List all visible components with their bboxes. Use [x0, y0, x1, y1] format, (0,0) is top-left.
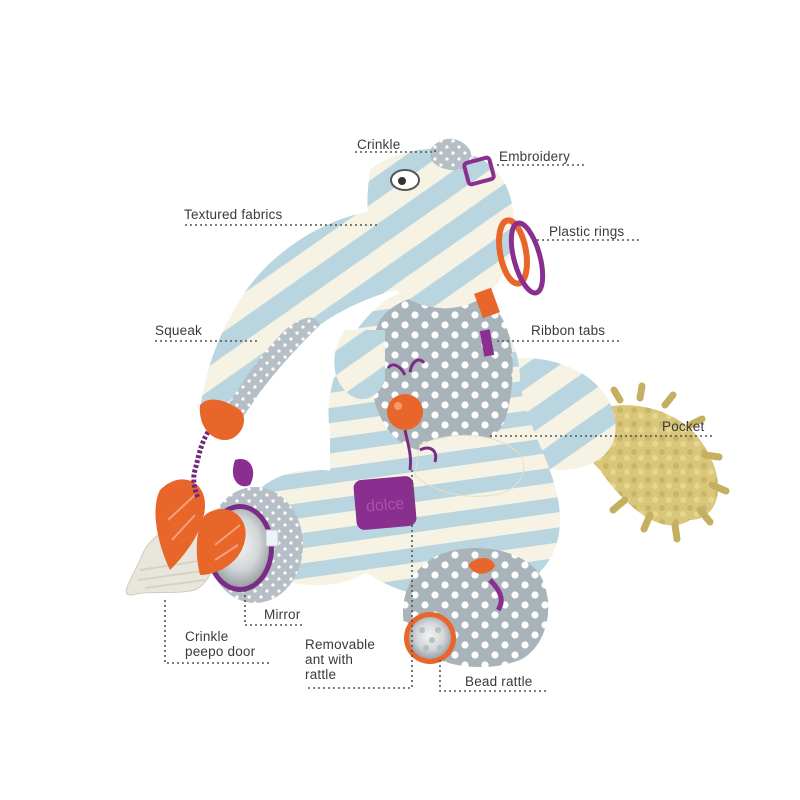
label-textured-fabrics: Textured fabrics [184, 207, 283, 222]
ear-crinkle [429, 138, 472, 171]
orange-leaves [155, 459, 254, 575]
label-crinkle: Crinkle [357, 137, 401, 152]
label-plastic-rings: Plastic rings [549, 224, 625, 239]
eye-embroidery [390, 169, 420, 191]
front-arm [334, 330, 385, 400]
plastic-rings [496, 217, 546, 296]
pocket [414, 434, 525, 497]
label-pocket: Pocket [662, 419, 705, 434]
purple-tag-ring [462, 155, 496, 187]
ribbon-tabs [474, 287, 500, 357]
snout-polka-band [225, 317, 320, 430]
removable-ant [386, 358, 438, 471]
teether-tag: dolce [353, 476, 417, 530]
label-embroidery: Embroidery [499, 149, 571, 164]
foot-ribbon [468, 557, 495, 574]
label-ribbon-tabs: Ribbon tabs [531, 323, 606, 338]
purple-cord [191, 430, 211, 499]
label-removable-ant: Removable ant with rattle [305, 637, 376, 682]
label-bead-rattle: Bead rattle [465, 674, 533, 689]
teether-text: dolce [365, 495, 405, 515]
label-squeak: Squeak [155, 323, 202, 338]
label-mirror: Mirror [264, 607, 301, 622]
label-crinkle-peepo-door: Crinkle peepo door [185, 629, 256, 659]
polka-dot-chest [371, 293, 513, 453]
nose-tip [199, 399, 245, 440]
leader-lines [155, 150, 713, 692]
